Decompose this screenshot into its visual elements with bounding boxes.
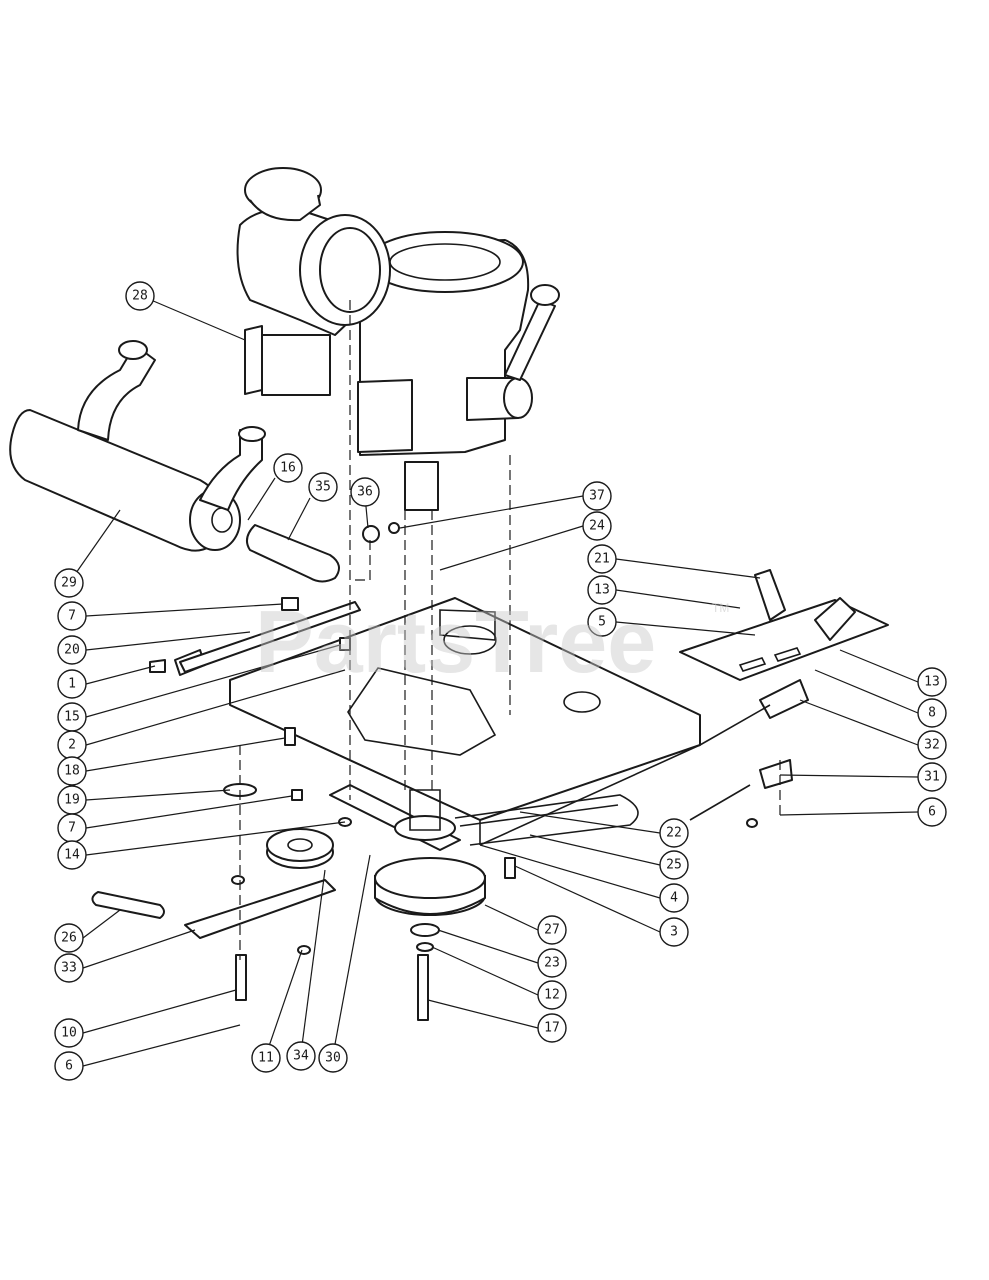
svg-text:26: 26 [61, 931, 77, 946]
callout-6-right: 6 [917, 797, 947, 827]
svg-text:8: 8 [928, 706, 936, 721]
callout-37: 37 [582, 481, 612, 511]
callout-11: 11 [251, 1043, 281, 1073]
svg-text:28: 28 [132, 289, 148, 304]
svg-text:11: 11 [258, 1051, 274, 1066]
callout-2: 2 [57, 730, 87, 760]
fuel-line [179, 601, 361, 673]
callout-27: 27 [537, 915, 567, 945]
idler-arm [184, 879, 336, 939]
svg-text:16: 16 [280, 461, 296, 476]
svg-text:7: 7 [68, 821, 76, 836]
callout-31: 31 [917, 762, 947, 792]
callout-15: 15 [57, 702, 87, 732]
svg-text:13: 13 [924, 675, 940, 690]
svg-text:14: 14 [64, 848, 80, 863]
watermark: PartsTree TM [255, 592, 729, 691]
svg-text:36: 36 [357, 485, 373, 500]
callout-6-left: 6 [54, 1051, 84, 1081]
muffler [9, 340, 266, 552]
svg-text:35: 35 [315, 480, 331, 495]
engine [236, 167, 560, 511]
svg-text:17: 17 [544, 1021, 560, 1036]
callout-10: 10 [54, 1018, 84, 1048]
callout-4: 4 [659, 883, 689, 913]
svg-text:19: 19 [64, 793, 80, 808]
callout-23: 23 [537, 948, 567, 978]
svg-text:27: 27 [544, 923, 560, 938]
svg-text:12: 12 [544, 988, 560, 1003]
choke-cable [689, 784, 751, 821]
svg-text:29: 29 [61, 576, 77, 591]
callout-1-upper: 1 [57, 669, 87, 699]
callout-35: 35 [308, 472, 338, 502]
callout-32: 32 [917, 730, 947, 760]
svg-text:34: 34 [293, 1049, 309, 1064]
throttle-cable [699, 704, 771, 746]
callout-21: 21 [587, 544, 617, 574]
svg-text:30: 30 [325, 1051, 341, 1066]
callout-5: 5 [587, 607, 617, 637]
svg-text:4: 4 [670, 891, 678, 906]
svg-text:6: 6 [928, 805, 936, 820]
svg-text:13: 13 [594, 583, 610, 598]
control-bracket [679, 569, 889, 789]
callout-13-lower: 13 [917, 667, 947, 697]
svg-text:2: 2 [68, 738, 76, 753]
svg-text:18: 18 [64, 764, 80, 779]
callout-20: 20 [57, 635, 87, 665]
svg-text:PartsTree: PartsTree [255, 592, 656, 691]
svg-text:1: 1 [68, 677, 76, 692]
svg-text:3: 3 [670, 925, 678, 940]
svg-text:6: 6 [65, 1059, 73, 1074]
svg-text:15: 15 [64, 710, 80, 725]
svg-text:32: 32 [924, 738, 940, 753]
callout-7-lower: 7 [57, 813, 87, 843]
callout-34: 34 [286, 1041, 316, 1071]
callout-25: 25 [659, 850, 689, 880]
svg-text:24: 24 [589, 519, 605, 534]
spring [91, 891, 165, 919]
callout-13-upper: 13 [587, 575, 617, 605]
clutch-assembly [329, 784, 639, 916]
svg-text:21: 21 [594, 552, 610, 567]
callout-28-top: 28 [125, 281, 155, 311]
callout-26: 26 [54, 923, 84, 953]
callout-labels: 28 16 35 36 37 24 21 13 5 13 8 29 7 20 1… [54, 281, 947, 1081]
svg-text:23: 23 [544, 956, 560, 971]
svg-text:5: 5 [598, 615, 606, 630]
svg-text:7: 7 [68, 609, 76, 624]
callout-29: 29 [54, 568, 84, 598]
callout-30: 30 [318, 1043, 348, 1073]
callout-33: 33 [54, 953, 84, 983]
callout-3: 3 [659, 917, 689, 947]
svg-text:31: 31 [924, 770, 940, 785]
callout-7-upper: 7 [57, 601, 87, 631]
callout-8: 8 [917, 698, 947, 728]
callout-17: 17 [537, 1013, 567, 1043]
callout-22: 22 [659, 818, 689, 848]
pulley [266, 828, 334, 869]
tailpipe [245, 524, 340, 583]
callout-19: 19 [57, 785, 87, 815]
svg-text:37: 37 [589, 489, 605, 504]
callout-18: 18 [57, 756, 87, 786]
leader-lines [68, 299, 919, 1067]
callout-16: 16 [273, 453, 303, 483]
callout-36: 36 [350, 477, 380, 507]
callout-24: 24 [582, 511, 612, 541]
bolt [417, 954, 429, 1021]
pivot-pin [235, 954, 247, 1001]
assembly-lines [239, 300, 781, 960]
callout-12: 12 [537, 980, 567, 1010]
callout-14: 14 [57, 840, 87, 870]
svg-text:TM: TM [712, 601, 729, 615]
svg-text:33: 33 [61, 961, 77, 976]
svg-text:10: 10 [61, 1026, 77, 1041]
svg-text:20: 20 [64, 643, 80, 658]
svg-text:25: 25 [666, 858, 682, 873]
svg-text:22: 22 [666, 826, 682, 841]
